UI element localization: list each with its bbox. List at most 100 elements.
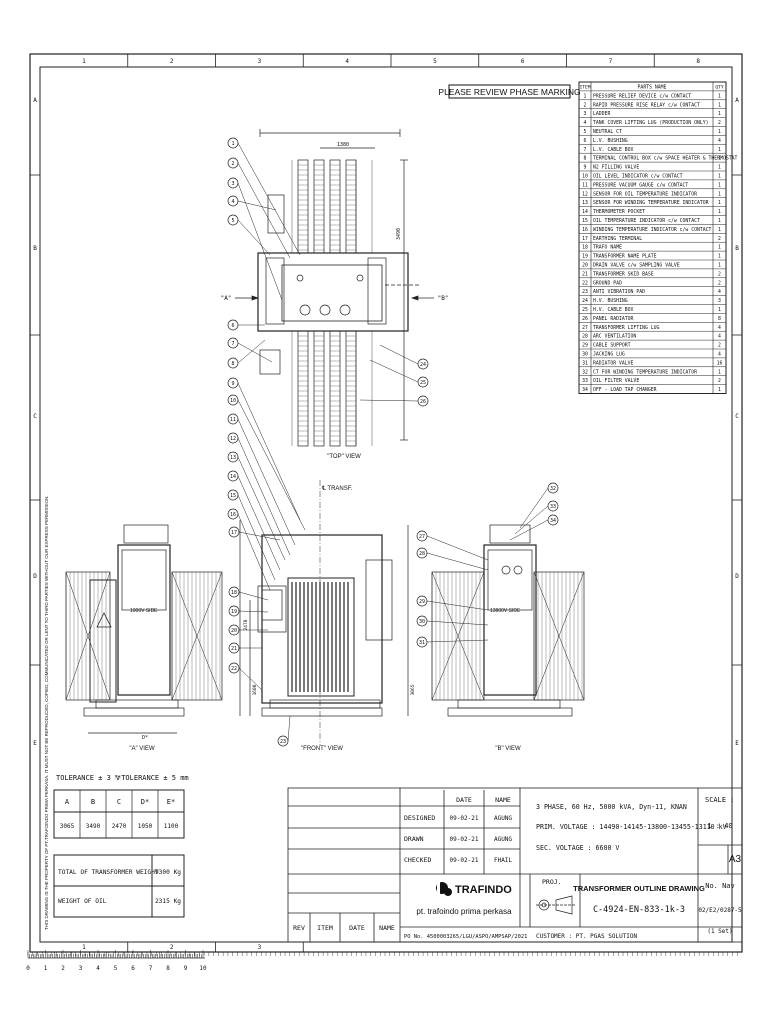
parts-row-item: 13: [582, 200, 588, 206]
zone-col-bottom-label: 2: [170, 944, 174, 951]
spec-line-1: 3 PHASE, 60 Hz, 5000 kVA, Dyn-11, KNAN: [536, 803, 687, 811]
parts-row-qty: 1: [718, 245, 721, 251]
parts-row-name: TRANSFORMER SKID BASE: [593, 271, 654, 277]
zone-col-label: 6: [521, 58, 525, 65]
total-weight-value: 9300 Kg: [155, 869, 181, 876]
ruler-tick-label: 1: [44, 965, 48, 972]
parts-row-item: 16: [582, 227, 588, 233]
front-view-drawing: [239, 520, 409, 717]
ruler-tick-label: 3: [79, 965, 83, 972]
parts-row-qty: 2: [718, 343, 721, 349]
parts-row-item: 31: [582, 360, 588, 366]
parts-row-name: TRANSFORMER LIFTING LUG: [593, 325, 660, 331]
callout-balloon: 10: [230, 398, 236, 404]
parts-row-item: 30: [582, 352, 588, 358]
ruler-tick-label: 9: [184, 965, 188, 972]
copyright-notice: THIS DRAWING IS THE PROPERTY OF PT.TRAFO…: [44, 496, 49, 930]
parts-row-name: PANEL RADIATOR: [593, 316, 634, 322]
callout-balloon: 13: [230, 455, 236, 461]
callout-balloon: 16: [230, 512, 236, 518]
parts-row-qty: 1: [718, 102, 721, 108]
approval-role: CHECKED: [404, 856, 431, 864]
parts-row-qty: 2: [718, 120, 721, 126]
parts-row-qty: 4: [718, 352, 721, 358]
callout-balloon: 34: [550, 518, 556, 524]
top-width-dimension: 1380: [337, 142, 349, 148]
callout-balloon: 28: [419, 551, 425, 557]
parts-row-qty: 1: [718, 369, 721, 375]
parts-row-item: 10: [582, 174, 588, 180]
approval-name: AGUNG: [494, 815, 512, 822]
parts-row-qty: 4: [718, 289, 721, 295]
ruler-tick-label: 4: [96, 965, 100, 972]
a-view-dim-d: D*: [142, 735, 148, 741]
parts-row-item: 26: [582, 316, 588, 322]
parts-row-item: 21: [582, 271, 588, 277]
callout-balloon: 24: [420, 362, 426, 368]
parts-row-name: H.V. CABLE BOX: [593, 307, 634, 313]
parts-row-item: 22: [582, 280, 588, 286]
tolerance-left: TOLERANCE ± 3 %: [56, 774, 120, 782]
parts-row-name: WINDING TEMPERATURE INDICATOR c/w CONTAC…: [593, 227, 712, 233]
title-block: [287, 787, 743, 943]
callout-balloon: 31: [419, 640, 425, 646]
callout-balloon: 5: [231, 218, 234, 224]
parts-row-qty: 1: [718, 191, 721, 197]
top-view-drawing: [235, 129, 434, 447]
callout-balloon: 4: [231, 199, 234, 205]
no-value: 02/E2/0287-5: [698, 907, 742, 914]
parts-row-qty: 8: [718, 316, 721, 322]
parts-row-item: 5: [584, 129, 587, 135]
parts-row-item: 14: [582, 209, 588, 215]
parts-row-item: 28: [582, 334, 588, 340]
parts-row-name: L.V. CABLE BOX: [593, 147, 634, 153]
parts-row-item: 34: [582, 387, 588, 393]
approval-date: 09-02-21: [450, 815, 479, 822]
parts-row-item: 24: [582, 298, 588, 304]
tolerance-value: 1050: [138, 823, 153, 830]
zone-row-left-label: E: [33, 740, 37, 747]
sheet-size: A3: [729, 854, 742, 865]
parts-row-name: PRESSURE RELIEF DEVICE c/w CONTACT: [593, 93, 691, 99]
tolerance-value: 3065: [60, 823, 75, 830]
zone-col-bottom-label: 3: [258, 944, 262, 951]
callout-balloon: 25: [420, 380, 426, 386]
zone-col-label: 4: [345, 58, 349, 65]
parts-row-qty: 1: [718, 147, 721, 153]
arrow-a-label: "A": [221, 295, 232, 302]
zone-row-left-label: D: [33, 573, 37, 580]
parts-row-qty: 2: [718, 280, 721, 286]
zone-row-right-label: E: [735, 740, 739, 747]
parts-row-item: 15: [582, 218, 588, 224]
po-number: PO No. 4500003265/LGU/ASPO/AMPSAP/2021: [404, 934, 527, 940]
parts-row-qty: 1: [718, 263, 721, 269]
parts-row-qty: 1: [718, 227, 721, 233]
tolerance-header: D*: [141, 798, 149, 806]
logo-text: TRAFINDO: [455, 884, 512, 896]
projection-label: PROJ.: [542, 878, 562, 886]
scale-label: SCALE :: [705, 796, 735, 804]
callout-balloon: 21: [231, 646, 237, 652]
approval-role: DESIGNED: [404, 814, 435, 822]
parts-row-name: THERMOMETER POCKET: [593, 209, 645, 215]
ruler-tick-label: 2: [61, 965, 65, 972]
scale-value: 1 : 40: [707, 822, 732, 830]
parts-row-qty: 1: [718, 129, 721, 135]
parts-row-name: SENSOR FOR WINDING TEMPERATURE INDICATOR: [593, 200, 709, 206]
trafindo-logo-icon: [436, 880, 452, 896]
parts-row-name: N2 FILLING VALVE: [593, 165, 639, 171]
parts-row-name: PRESSURE VACUUM GAUGE c/w CONTACT: [593, 182, 688, 188]
approval-name: FHAIL: [494, 857, 512, 864]
parts-row-qty: 1: [718, 209, 721, 215]
parts-row-qty: 2: [718, 378, 721, 384]
tolerance-header: B: [91, 798, 95, 806]
zone-col-label: 2: [170, 58, 174, 65]
rev-header-item: ITEM: [317, 924, 333, 932]
approval-header-name: NAME: [495, 796, 511, 804]
parts-row-item: 11: [582, 182, 588, 188]
parts-row-item: 19: [582, 254, 588, 260]
tolerance-header: E*: [167, 798, 175, 806]
spec-line-2: PRIM. VOLTAGE : 14490-14145-13800-13455-…: [536, 823, 727, 831]
